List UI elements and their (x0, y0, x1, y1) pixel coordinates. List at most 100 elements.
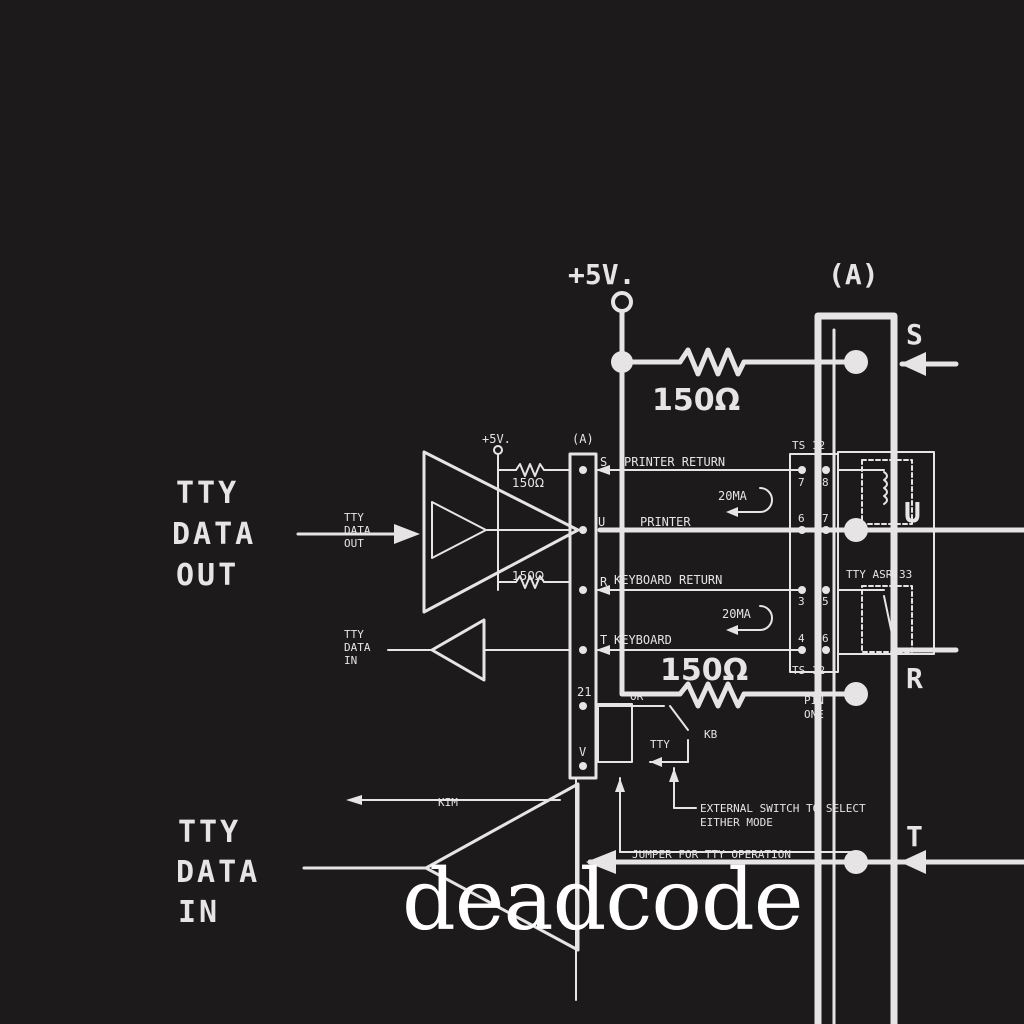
ts12-top-label: TS 12 (792, 439, 825, 452)
small-pin-t (579, 646, 587, 654)
tty-data-out-line3: OUT (176, 558, 239, 593)
printer-return-label: PRINTER RETURN (624, 455, 725, 469)
small-connector-a (568, 452, 598, 780)
ts-pin-6a (798, 526, 806, 534)
pin-21-label: 21 (577, 685, 591, 699)
ts-pin-7a (798, 466, 806, 474)
small-tty-in-1: TTY (344, 628, 364, 641)
pin-v-label: V (579, 745, 586, 759)
small-tty-in-3: IN (344, 654, 357, 667)
pin-s-small-label: S (600, 455, 607, 469)
small-5v-terminal (493, 445, 503, 455)
big-pin-t-label: T (906, 820, 923, 853)
tty-switch-label: TTY (650, 738, 670, 751)
jumper-arrow (615, 778, 625, 792)
big-connector-a-label: (A) (828, 258, 879, 291)
ts-pin-7b (822, 526, 830, 534)
big-res-mid-label: 150Ω (660, 653, 748, 688)
big-pin-u-label: U (904, 496, 921, 529)
loop-20ma-top (729, 487, 773, 513)
ts-num-6b: 6 (822, 632, 829, 645)
or-label: OR (630, 690, 644, 703)
tty-data-in-buffer (430, 618, 486, 682)
loop-20ma-top-arrow (726, 507, 738, 517)
ts-num-7a: 7 (798, 476, 805, 489)
tty-data-in-driver (424, 782, 580, 952)
tty-asr33-box (837, 451, 935, 655)
current-20ma-bottom: 20MA (722, 607, 752, 621)
tty-data-out-arrow (394, 524, 420, 544)
small-tty-out-1: TTY (344, 511, 364, 524)
keyboard-contact (883, 595, 893, 635)
printer-coil (883, 471, 888, 505)
ts-num-7b: 7 (822, 512, 829, 525)
small-tty-out-3: OUT (344, 537, 364, 550)
tty-asr33-label: TTY ASR 33 (846, 568, 912, 581)
ext-switch-line2: EITHER MODE (700, 816, 773, 829)
big-s-arrow (900, 352, 926, 376)
printer-return-arrow (596, 465, 610, 475)
small-tty-in-2: DATA (344, 641, 371, 654)
big-connector-a (814, 312, 898, 1024)
ts-num-3: 3 (798, 595, 805, 608)
keyboard-contacts-dashed (861, 585, 913, 653)
small-pin-21 (579, 702, 587, 710)
ext-switch-arrow (669, 768, 679, 782)
big-pin-s-dot (844, 350, 868, 374)
tty-data-out-line2: DATA (172, 517, 256, 552)
big-t-right-arrow (900, 850, 926, 874)
small-pin-u (579, 526, 587, 534)
big-pin-r-label: R (906, 662, 923, 695)
mode-switch-blade (669, 705, 689, 731)
big-resistor-mid (677, 681, 747, 709)
keyboard-arrow (596, 645, 610, 655)
tty-out-driver-inner (431, 501, 487, 559)
small-plus5v-label: +5V. (482, 432, 511, 446)
tty-data-in-line3: IN (178, 895, 220, 930)
pin-one-1: PIN (804, 694, 824, 707)
brand-wordmark: deadcode (402, 851, 803, 949)
tty-out-driver-outer (422, 450, 580, 614)
tty-data-out-label: TTY DATA OUT (172, 476, 256, 593)
printer-label: PRINTER (640, 515, 691, 529)
ts-num-4: 4 (798, 632, 805, 645)
tty-data-out-line1: TTY (176, 476, 239, 511)
small-pin-v (579, 762, 587, 770)
tty-data-in-line1: TTY (178, 815, 241, 850)
kim-arrow (346, 795, 362, 805)
pin-r-small-label: R (600, 575, 608, 589)
keyboard-return-label: KEYBOARD RETURN (614, 573, 722, 587)
pin-u-small-label: U (598, 515, 605, 529)
small-resistor-bottom (515, 575, 545, 589)
ts-pin-8 (822, 466, 830, 474)
small-resistor-top (515, 463, 545, 477)
ts-num-8: 8 (822, 476, 829, 489)
printer-magnet-dashed (861, 459, 913, 525)
small-pin-s (579, 466, 587, 474)
big-pin-s-label: S (906, 318, 923, 351)
pin-t-small-label: T (600, 633, 607, 647)
kb-label: KB (704, 728, 718, 741)
big-res-top-label: 150Ω (652, 383, 740, 418)
big-pin-r-dot (844, 682, 868, 706)
ts12-bottom-label: TS 12 (792, 664, 825, 677)
jumper-box (597, 703, 633, 763)
big-t-arrow (586, 850, 616, 874)
loop-20ma-bottom-arrow (726, 625, 738, 635)
small-res-top-label: 150Ω (512, 476, 544, 490)
big-5v-terminal (611, 291, 633, 313)
tty-data-in-line2: DATA (176, 855, 260, 890)
keyboard-return-arrow (596, 585, 610, 595)
ts-pin-4 (798, 646, 806, 654)
ts-pin-3 (798, 586, 806, 594)
ts-num-5: 5 (822, 595, 829, 608)
keyboard-label: KEYBOARD (614, 633, 672, 647)
pin-one-2: ONE (804, 708, 824, 721)
small-connector-a-label: (A) (572, 432, 594, 446)
small-pin-r (579, 586, 587, 594)
small-res-bottom-label: 150Ω (512, 569, 544, 583)
small-tty-out-2: DATA (344, 524, 371, 537)
ext-switch-line1: EXTERNAL SWITCH TO SELECT (700, 802, 866, 815)
